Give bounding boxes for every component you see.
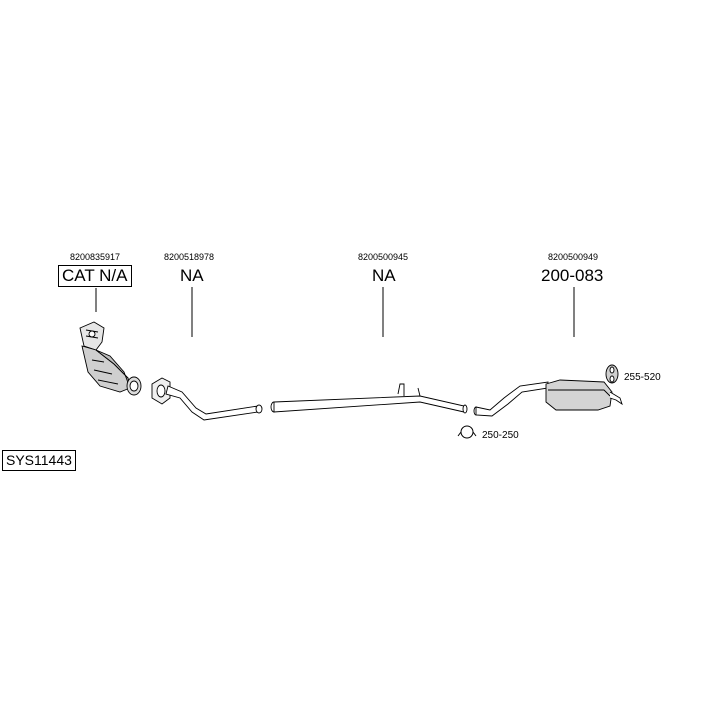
center-pipe-drawing [270, 383, 468, 414]
catalyst-converter-drawing [79, 321, 142, 396]
rubber-mount-icon [605, 364, 619, 384]
system-id-label: SYS11443 [2, 450, 76, 471]
accessory-code-clamp[interactable]: 250-250 [482, 430, 519, 441]
front-pipe-drawing [151, 377, 263, 421]
rear-silencer-drawing [473, 379, 623, 417]
part-code-center-pipe[interactable]: NA [372, 266, 396, 285]
oem-number-center-pipe: 8200500945 [358, 252, 409, 262]
oem-number-catalyst: 8200835917 [70, 252, 121, 262]
part-code-front-pipe[interactable]: NA [180, 266, 204, 285]
oem-number-front-pipe: 8200518978 [164, 252, 215, 262]
part-code-catalyst[interactable]: CAT N/A [58, 265, 132, 287]
accessory-code-rubber-mount[interactable]: 255-520 [624, 372, 661, 383]
oem-number-rear-silencer: 8200500949 [548, 252, 599, 262]
part-code-rear-silencer[interactable]: 200-083 [541, 266, 604, 285]
clamp-icon [457, 425, 477, 439]
